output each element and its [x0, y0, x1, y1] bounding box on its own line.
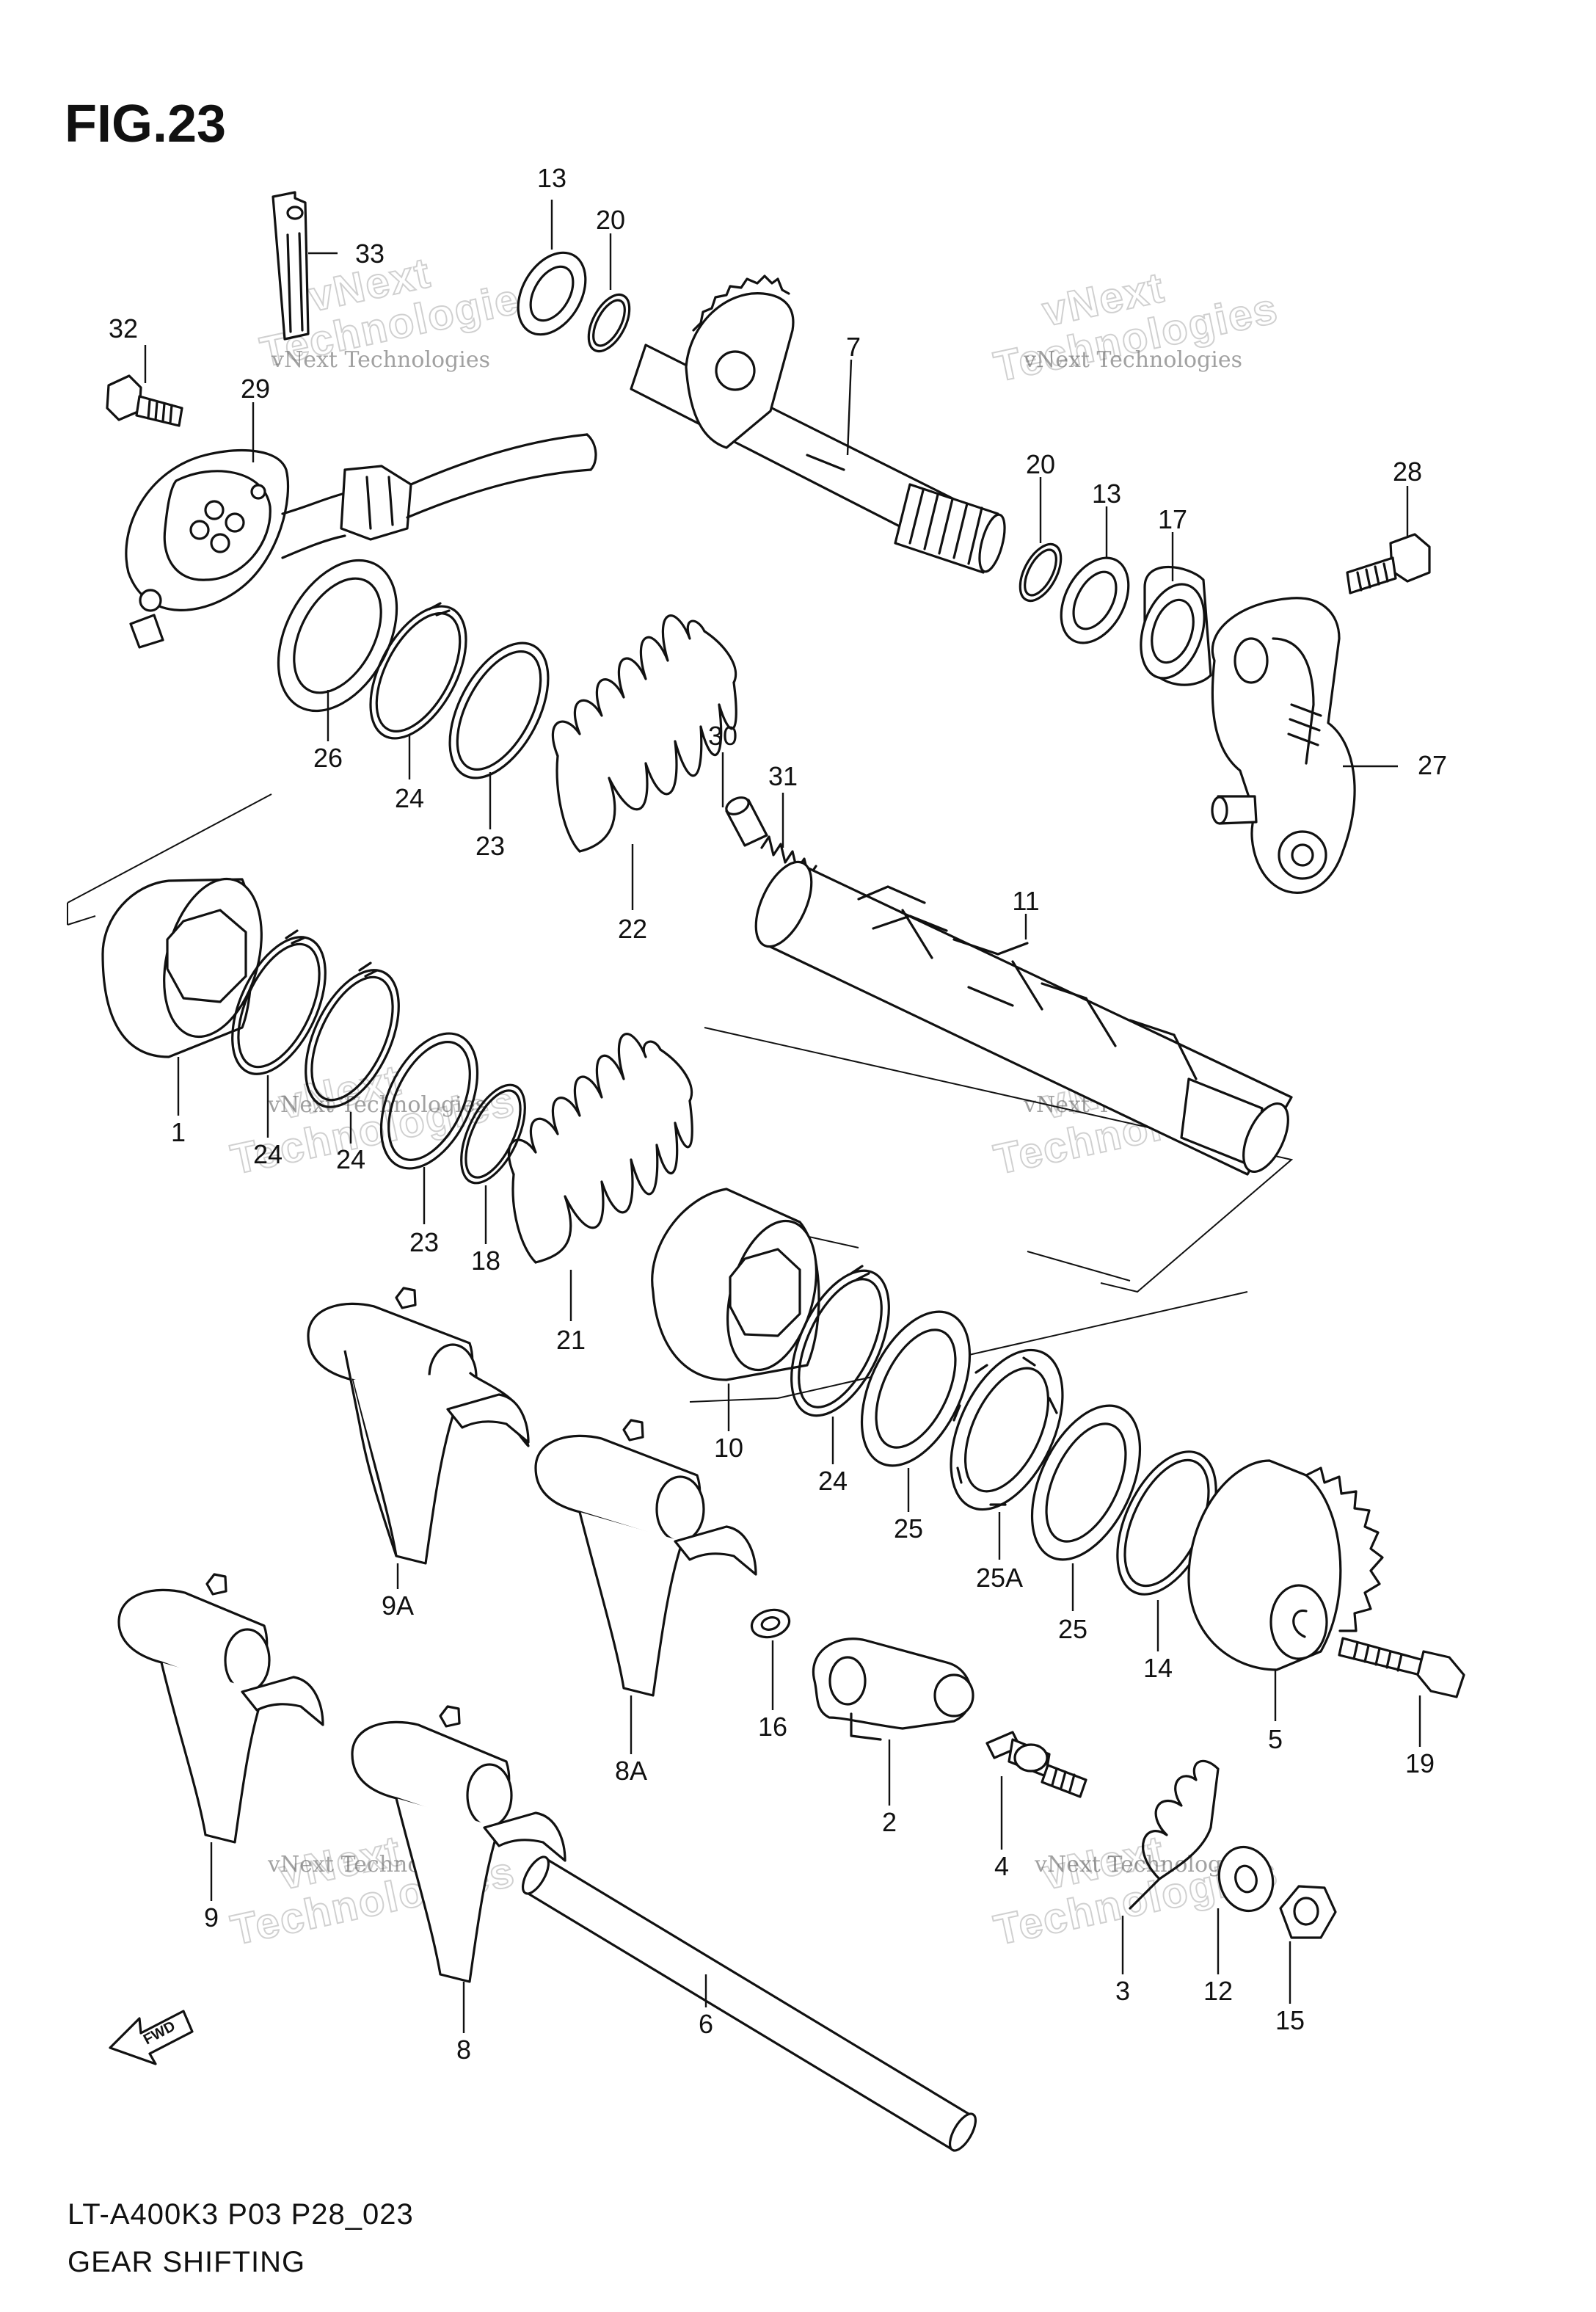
callout-7: 7	[846, 332, 861, 362]
part-33-pin	[272, 191, 310, 341]
callout-24: 24	[818, 1466, 848, 1496]
callout-6: 6	[699, 2009, 713, 2039]
part-9A-shift-fork	[307, 1287, 530, 1565]
part-20-circlip-top	[587, 293, 631, 353]
callout-24: 24	[395, 783, 424, 813]
callout-labels: 33 32 29 13 20 7 20 13 17 28 27 26 24 23…	[109, 163, 1447, 2065]
callout-5: 5	[1268, 1724, 1283, 1754]
part-8-shift-fork	[351, 1705, 566, 1983]
callout-1: 1	[171, 1117, 186, 1147]
callout-24: 24	[336, 1144, 365, 1174]
part-19-nut	[1279, 1885, 1337, 1939]
part-23-ring-top	[448, 641, 550, 779]
callout-24: 24	[253, 1139, 283, 1169]
part-5-drive-gear	[1187, 1459, 1384, 1671]
callout-23: 23	[475, 831, 505, 861]
part-23-ring-mid	[379, 1032, 479, 1170]
callout-19: 15	[1275, 2005, 1305, 2035]
part-25-washer-right	[1030, 1404, 1142, 1561]
callout-21: 21	[556, 1325, 586, 1355]
part-11-shift-cam	[754, 860, 1293, 1176]
callout-4: 4	[994, 1851, 1009, 1881]
figure-name: GEAR SHIFTING	[68, 2246, 306, 2278]
callout-22: 22	[618, 914, 647, 944]
callout-26: 26	[313, 743, 343, 773]
watermark-small: vNext Technologies	[1023, 347, 1242, 373]
part-8A-shift-fork	[534, 1419, 757, 1697]
fwd-arrow: FWD	[109, 2010, 194, 2065]
callout-11: 11	[1012, 886, 1039, 916]
part-25-washer-left	[860, 1310, 972, 1467]
callout-9A: 9A	[382, 1591, 414, 1621]
callout-20: 20	[596, 205, 625, 235]
callout-20: 20	[1026, 449, 1055, 479]
part-26-washer	[277, 559, 398, 713]
part-18-washer	[750, 1608, 791, 1639]
callout-27: 27	[1418, 750, 1447, 780]
part-12-washer	[1217, 1845, 1275, 1913]
part-24-circlip-bottom	[790, 1265, 890, 1417]
watermark-small: vNext Technologies	[267, 1092, 487, 1118]
callout-16: 18	[471, 1246, 500, 1276]
callout-32: 32	[109, 313, 138, 343]
callout-30: 30	[708, 721, 737, 751]
part-10-housing	[651, 1188, 820, 1381]
callout-13: 13	[537, 163, 566, 193]
part-21-spring	[507, 1033, 693, 1264]
callout-15: 17	[1158, 504, 1187, 534]
callout-25: 25	[1058, 1614, 1087, 1644]
part-22-spring	[551, 614, 737, 853]
part-15-bearing	[1140, 565, 1212, 686]
figure-title: FIG.23	[65, 95, 227, 153]
callout-25: 25	[894, 1513, 923, 1544]
part-3-spring	[1129, 1759, 1220, 1910]
callout-12: 12	[1203, 1976, 1233, 2006]
part-13-washer-top	[517, 251, 587, 336]
part-20-circlip-right	[1019, 542, 1063, 603]
callout-14: 14	[1143, 1653, 1173, 1683]
callout-28: 28	[1393, 457, 1422, 487]
callout-23: 23	[409, 1227, 439, 1257]
subassembly-frame-edge	[1027, 1251, 1131, 1282]
part-17-bolt	[1338, 1637, 1465, 1698]
part-4-stud	[985, 1731, 1087, 1798]
callout-13: 13	[1092, 479, 1121, 509]
callout-25A: 25A	[976, 1563, 1023, 1593]
part-6-fork-shaft	[521, 1855, 977, 2152]
part-24-circlip-top	[369, 602, 467, 740]
part-28-bolt	[1346, 533, 1431, 595]
callout-8: 8	[456, 2035, 471, 2065]
part-7-shift-shaft	[630, 275, 1006, 574]
part-1-housing	[101, 877, 263, 1058]
part-30-pin	[725, 796, 768, 847]
watermark-small: vNext Technologies	[271, 347, 490, 373]
callout-33: 33	[355, 239, 385, 269]
part-29-sensor	[125, 433, 597, 649]
part-25A-bearing	[950, 1348, 1064, 1511]
part-24-circlip-a	[231, 929, 327, 1075]
callout-3: 3	[1115, 1976, 1130, 2006]
part-27-shift-arm	[1211, 597, 1356, 894]
callout-18: 16	[758, 1712, 787, 1742]
callout-9: 9	[204, 1902, 219, 1933]
callout-17: 19	[1405, 1748, 1435, 1778]
part-13-washer-right	[1060, 556, 1130, 644]
part-9-shift-fork	[117, 1573, 324, 1844]
callout-29: 29	[241, 374, 270, 404]
leader-lines	[144, 200, 1421, 2033]
part-24-circlip-b	[305, 961, 400, 1108]
figure-code: LT-A400K3 P03 P28_023	[68, 2198, 414, 2231]
part-32-bolt	[106, 374, 183, 427]
callout-31: 31	[768, 761, 798, 791]
callout-10: 10	[714, 1433, 743, 1463]
part-2-stopper-lever	[812, 1637, 974, 1741]
callout-2: 2	[882, 1807, 897, 1837]
callout-8A: 8A	[615, 1756, 647, 1786]
